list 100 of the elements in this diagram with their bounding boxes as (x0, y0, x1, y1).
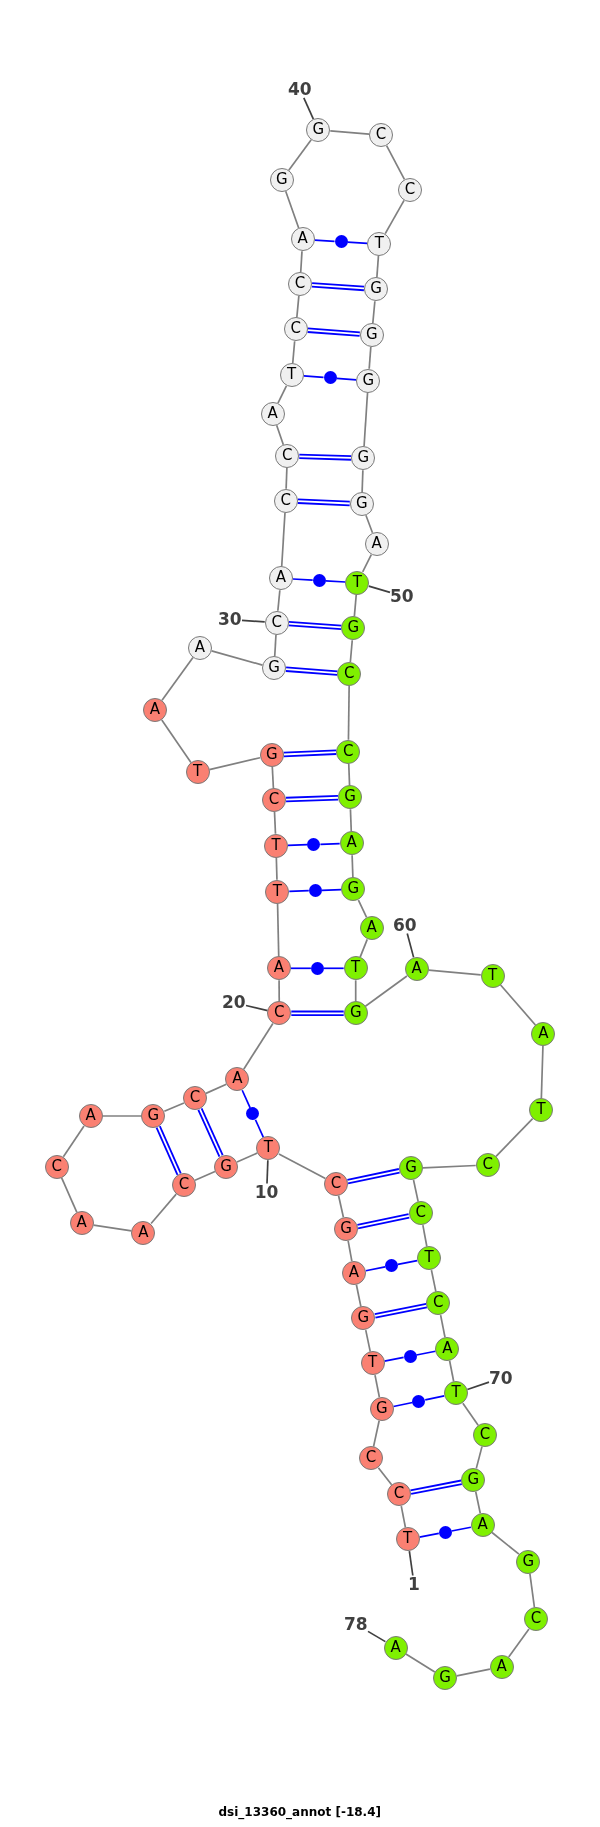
nucleotide-circle: A (359, 916, 384, 941)
position-number: 30 (218, 611, 242, 628)
backbone-line (361, 553, 373, 573)
nucleotide-circle: C (387, 1482, 411, 1507)
nucleotide-circle: C (183, 1086, 207, 1111)
nucleotide-circle: G (341, 616, 366, 641)
nucleotide-circle: A (290, 227, 315, 252)
position-number: 40 (288, 80, 312, 98)
dot-icon (307, 838, 321, 851)
nucleotide-circle: C (336, 739, 361, 764)
base-pair-line (287, 843, 309, 847)
backbone-line (271, 766, 275, 789)
position-number: 78 (344, 1615, 368, 1633)
nucleotide-circle: A (531, 1022, 556, 1046)
nucleotide-circle: G (214, 1154, 238, 1179)
nucleotide-circle: A (78, 1104, 103, 1128)
backbone-line (377, 1466, 393, 1486)
leader-line (302, 96, 315, 120)
backbone-line (448, 1359, 455, 1383)
backbone-line (374, 1374, 381, 1399)
nucleotide-circle: T (417, 1246, 441, 1271)
nucleotide-circle: C (44, 1154, 69, 1179)
backbone-line (357, 899, 368, 919)
backbone-line (299, 250, 303, 273)
backbone-line (280, 511, 286, 568)
base-pair-line (297, 498, 350, 507)
dot-icon (308, 884, 322, 897)
backbone-line (355, 1283, 362, 1308)
dot-icon (334, 235, 348, 249)
backbone-line (285, 467, 288, 490)
backbone-line (427, 969, 482, 976)
backbone-line (329, 130, 370, 135)
position-number: 20 (222, 994, 246, 1012)
base-pair-line (155, 1125, 182, 1176)
backbone-line (273, 633, 277, 658)
nucleotide-circle: A (143, 698, 167, 722)
nucleotide-circle: A (435, 1337, 460, 1361)
base-pair-line (241, 1089, 251, 1109)
nucleotide-circle: A (489, 1654, 514, 1679)
nucleotide-circle: T (256, 1136, 281, 1161)
backbone-line (529, 1572, 536, 1609)
backbone-line (101, 1115, 143, 1117)
backbone-line (295, 295, 300, 319)
nucleotide-circle: G (351, 446, 376, 471)
backbone-line (474, 1490, 482, 1515)
nucleotide-circle: T (480, 964, 505, 988)
base-pair-line (285, 795, 339, 803)
backbone-line (475, 1445, 483, 1470)
nucleotide-circle: A (342, 1261, 366, 1285)
position-number: 60 (393, 916, 417, 934)
base-pair-line (285, 666, 338, 676)
base-pair-line (410, 1479, 463, 1495)
backbone-line (287, 138, 313, 172)
nucleotide-circle: C (264, 610, 289, 635)
backbone-line (422, 1164, 477, 1169)
nucleotide-circle: T (367, 232, 392, 256)
backbone-line (371, 300, 376, 324)
nucleotide-circle: C (283, 317, 308, 342)
nucleotide-circle: A (470, 1513, 495, 1537)
backbone-line (363, 391, 369, 448)
nucleotide-circle: A (225, 1067, 250, 1092)
nucleotide-circle: G (364, 277, 388, 302)
diagram-title: dsi_13360_annot [-18.4] (218, 1805, 381, 1819)
backbone-line (337, 1194, 345, 1219)
position-number: 70 (489, 1369, 513, 1387)
dot-icon (310, 961, 324, 975)
backbone-line (163, 1102, 185, 1113)
base-pair-line (254, 1118, 265, 1139)
backbone-line (353, 593, 358, 618)
nucleotide-circle: A (69, 1211, 94, 1236)
nucleotide-circle: C (426, 1291, 451, 1316)
backbone-line (349, 639, 354, 663)
backbone-line (376, 255, 380, 279)
backbone-line (422, 1224, 428, 1248)
position-number: 50 (390, 587, 414, 605)
nucleotide-circle: G (338, 785, 362, 810)
base-pair-line (374, 1303, 428, 1319)
backbone-line (210, 650, 264, 666)
base-pair-line (346, 241, 369, 245)
backbone-line (540, 1045, 544, 1099)
nucleotide-circle: A (131, 1220, 156, 1245)
backbone-line (499, 984, 537, 1026)
backbone-line (277, 589, 281, 612)
nucleotide-circle: G (306, 118, 331, 142)
backbone-line (462, 1402, 479, 1426)
nucleotide-circle: C (398, 178, 422, 202)
base-pair-line (311, 282, 365, 292)
nucleotide-circle: A (339, 831, 364, 856)
base-pair-line (313, 239, 336, 243)
backbone-line (276, 902, 280, 958)
backbone-line (347, 762, 351, 787)
backbone-line (60, 1176, 78, 1214)
base-pair-line (364, 1266, 386, 1272)
base-pair-line (415, 1350, 437, 1356)
base-pair-line (288, 620, 342, 631)
nucleotide-circle: C (524, 1607, 548, 1632)
nucleotide-circle: G (269, 168, 294, 192)
nucleotide-circle: C (275, 444, 300, 468)
position-number: 10 (254, 1183, 279, 1201)
position-number: 1 (408, 1575, 420, 1593)
